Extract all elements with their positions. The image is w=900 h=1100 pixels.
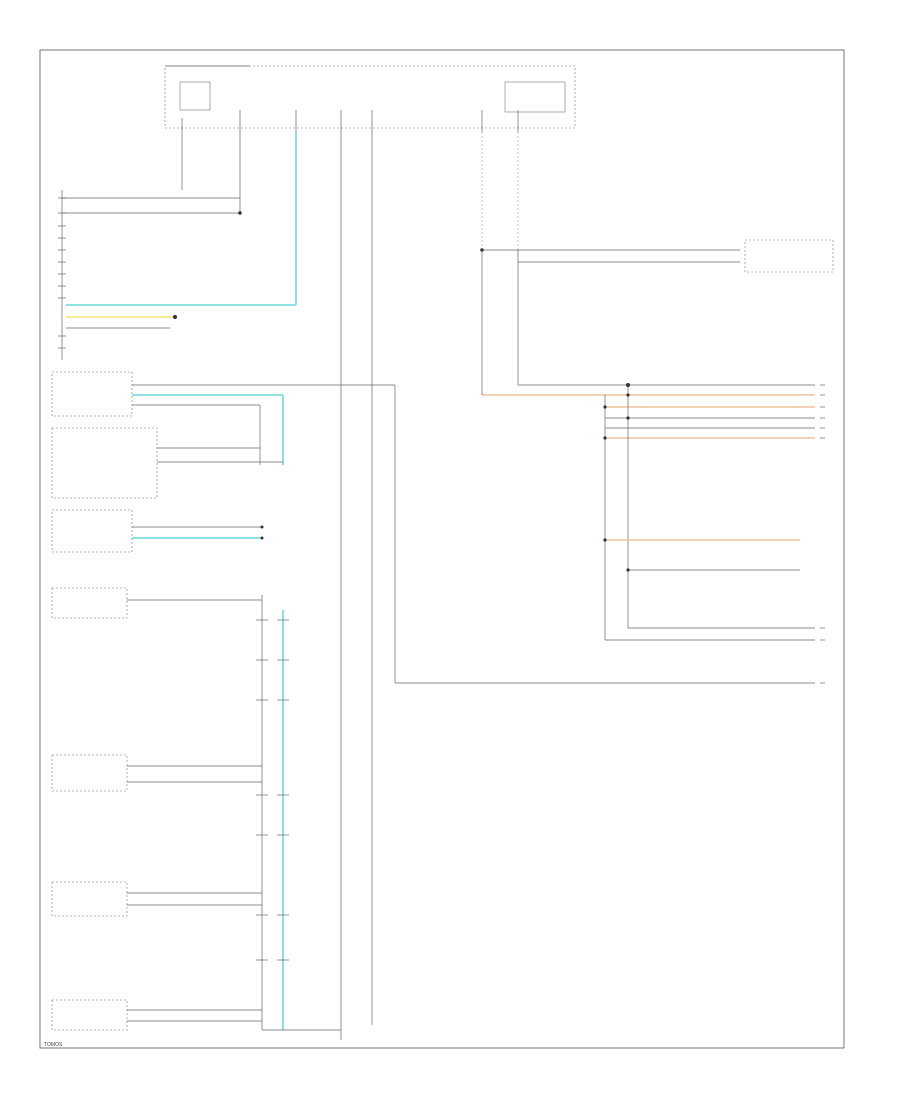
left-connector <box>58 190 240 360</box>
center-bus <box>256 595 341 1031</box>
top-module <box>164 65 576 132</box>
diagram-frame <box>39 49 845 1049</box>
trunk-wires <box>181 132 519 1040</box>
right-circuits <box>480 239 834 641</box>
left-modules <box>51 371 395 1031</box>
right-terminals <box>820 384 825 684</box>
long-return-wire <box>394 385 815 684</box>
can-bus-left <box>66 211 296 329</box>
footer-label: TOMOS <box>44 1042 63 1048</box>
